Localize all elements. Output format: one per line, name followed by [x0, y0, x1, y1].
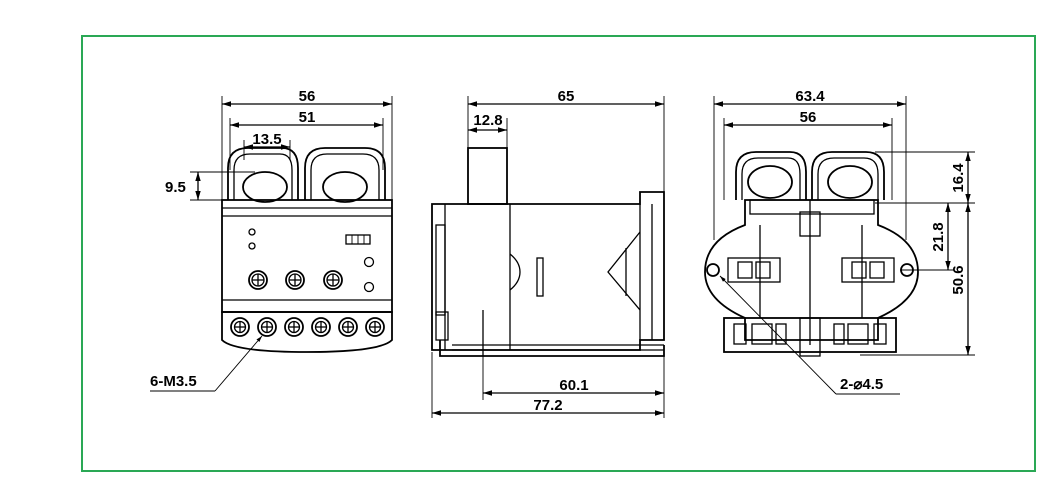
side-lug: [467, 147, 508, 205]
dim-rear-width-total: 63.4: [795, 88, 825, 105]
mounting-hole-left: [706, 263, 720, 277]
terminal-lug-right: [304, 147, 386, 200]
terminal-screws: [230, 317, 385, 337]
indicator-circle-1: [363, 256, 375, 268]
side-body: [431, 191, 665, 351]
dim-side-length-total: 77.2: [533, 397, 562, 414]
dim-front-hole-width: 13.5: [252, 131, 281, 148]
rear-latch-left: [727, 257, 781, 283]
label-hole-spec: 2-⌀4.5: [840, 376, 883, 393]
dim-rear-height-top: 16.4: [950, 163, 967, 193]
dim-side-offset-top: 12.8: [473, 112, 502, 129]
adjustment-knob-1: [248, 270, 268, 290]
mounting-hole-right: [900, 263, 914, 277]
terminal-strip: [221, 311, 393, 353]
dim-rear-height-total: 50.6: [950, 265, 967, 294]
side-view: 65 12.8 60.1 77.2: [431, 88, 665, 418]
dim-front-hole-height: 9.5: [165, 179, 186, 196]
din-rail-base: [439, 340, 665, 357]
dim-rear-height-mid: 21.8: [930, 222, 947, 251]
dim-side-length-base: 60.1: [559, 377, 588, 394]
leader-line-holes: [719, 275, 837, 395]
led-indicator-1: [248, 228, 256, 236]
side-slot: [536, 257, 544, 297]
rear-view: 63.4 56 16.4 21.8 50.6: [704, 88, 975, 395]
cable-hole-right: [322, 171, 368, 203]
leader-line-screws: [214, 335, 263, 392]
front-view: 56 51 13.5 9.5: [150, 88, 393, 392]
adjustment-knob-2: [285, 270, 305, 290]
led-indicator-2: [248, 242, 256, 250]
rear-cable-hole-left: [747, 165, 793, 199]
dim-side-length-top: 65: [558, 88, 575, 105]
label-screw-spec: 6-M3.5: [150, 373, 197, 390]
adjustment-knob-3: [323, 270, 343, 290]
side-terminal-block: [435, 224, 446, 316]
cable-hole-left: [242, 171, 288, 203]
rear-lug-left: [735, 151, 807, 200]
dim-rear-width-inner: 56: [800, 109, 817, 126]
terminal-screw-5: [338, 317, 358, 337]
terminal-lug-left: [227, 147, 299, 200]
indicator-circle-2: [363, 281, 375, 293]
terminal-screw-2: [257, 317, 277, 337]
terminal-screw-6: [365, 317, 385, 337]
rear-mounting-plate: [704, 199, 919, 341]
front-body: [221, 199, 393, 313]
rear-cable-hole-right: [827, 165, 873, 199]
dim-front-width-total: 56: [299, 88, 316, 105]
rear-lug-right: [811, 151, 885, 200]
terminal-screw-4: [311, 317, 331, 337]
rear-latch-right: [841, 257, 895, 283]
drawing-frame: [81, 35, 1036, 472]
dim-front-width-inner: 51: [299, 109, 316, 126]
terminal-screw-3: [284, 317, 304, 337]
terminal-screw-1: [230, 317, 250, 337]
